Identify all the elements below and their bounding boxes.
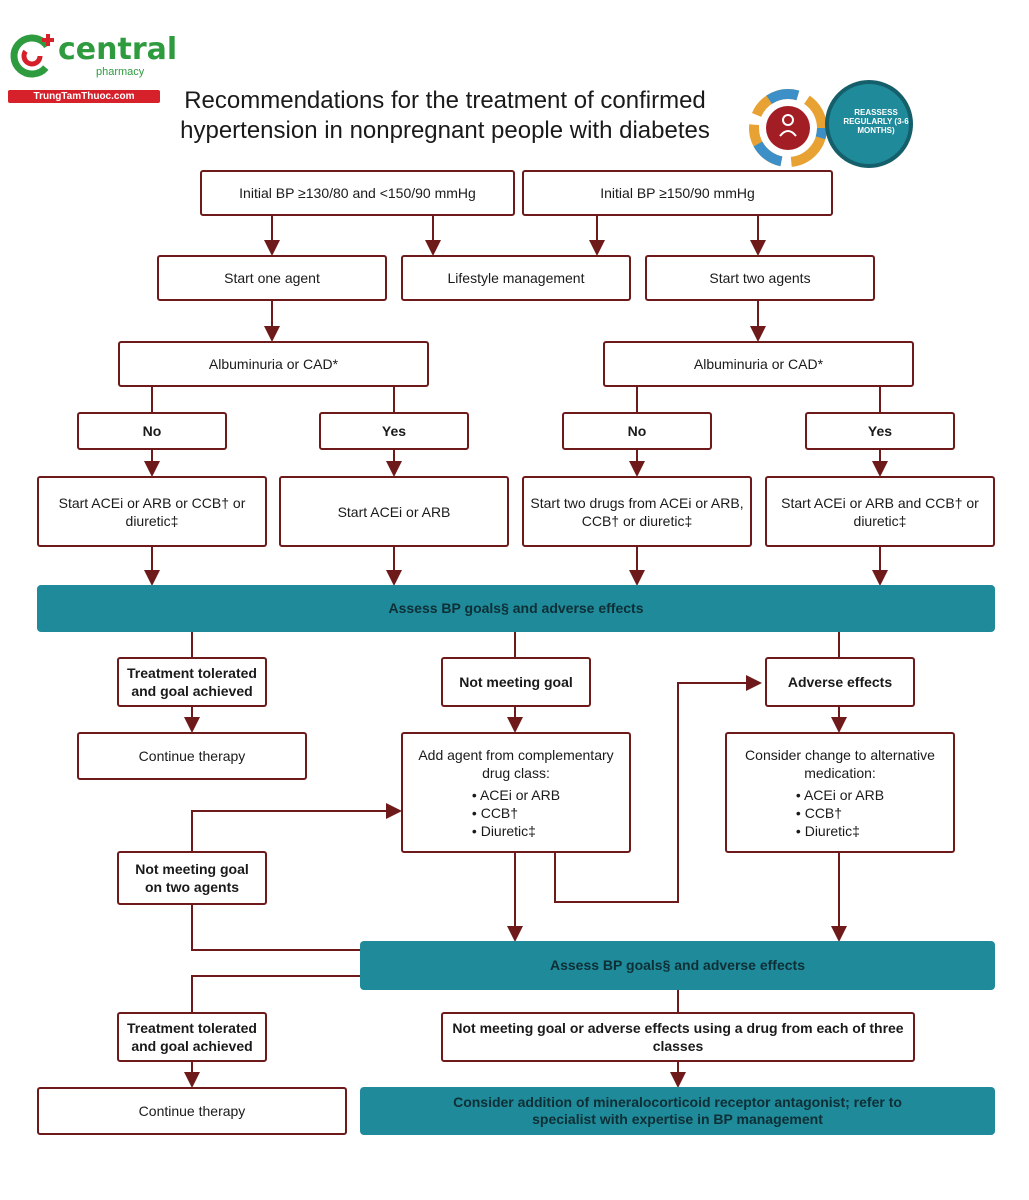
- albuminuria-left-box: Albuminuria or CAD*: [118, 341, 429, 387]
- page-title: Recommendations for the treatment of con…: [180, 87, 710, 144]
- consider-change-box: Consider change to alternative medicatio…: [725, 732, 955, 853]
- start-acei-arb-and-box: Start ACEi or ARB and CCB† or diuretic‡: [765, 476, 995, 547]
- start-two-agents-box: Start two agents: [645, 255, 875, 301]
- no-box-right: No: [562, 412, 712, 450]
- initial-bp-high-box: Initial BP ≥150/90 mmHg: [522, 170, 833, 216]
- treatment-tolerated-box-1: Treatment tolerated and goal achieved: [117, 657, 267, 707]
- brand-site: TrungTamThuoc.com: [8, 90, 160, 103]
- assess-bp-goals-2: Assess BP goals§ and adverse effects: [360, 941, 995, 990]
- list-item: CCB†: [472, 804, 560, 822]
- adverse-effects-box: Adverse effects: [765, 657, 915, 707]
- treatment-tolerated-box-2: Treatment tolerated and goal achieved: [117, 1012, 267, 1062]
- mra-referral-box: Consider addition of mineralocorticoid r…: [360, 1087, 995, 1135]
- lifestyle-management-box: Lifestyle management: [401, 255, 631, 301]
- initial-bp-low-box: Initial BP ≥130/80 and <150/90 mmHg: [200, 170, 515, 216]
- list-item: CCB†: [796, 804, 884, 822]
- continue-therapy-box-1: Continue therapy: [77, 732, 307, 780]
- start-one-agent-box: Start one agent: [157, 255, 387, 301]
- start-acei-arb-ccb-box: Start ACEi or ARB or CCB† or diuretic‡: [37, 476, 267, 547]
- brand-name: central: [58, 32, 178, 67]
- add-agent-list: ACEi or ARB CCB† Diuretic‡: [472, 786, 560, 840]
- not-meeting-three-classes-box: Not meeting goal or adverse effects usin…: [441, 1012, 915, 1062]
- add-agent-box: Add agent from complementary drug class:…: [401, 732, 631, 853]
- brand-sub: pharmacy: [96, 66, 145, 78]
- start-two-drugs-box: Start two drugs from ACEi or ARB, CCB† o…: [522, 476, 752, 547]
- list-item: Diuretic‡: [472, 822, 560, 840]
- not-meeting-goal-box: Not meeting goal: [441, 657, 591, 707]
- yes-box-left: Yes: [319, 412, 469, 450]
- reassess-badge: REASSESS REGULARLY (3-6 MONTHS): [843, 108, 909, 135]
- list-item: ACEi or ARB: [796, 786, 884, 804]
- central-pharmacy-logo-icon: [10, 34, 54, 78]
- reassess-cycle-icon: [749, 80, 913, 168]
- yes-box-right: Yes: [805, 412, 955, 450]
- assess-bp-goals-1: Assess BP goals§ and adverse effects: [37, 585, 995, 632]
- albuminuria-right-box: Albuminuria or CAD*: [603, 341, 914, 387]
- list-item: ACEi or ARB: [472, 786, 560, 804]
- consider-change-list: ACEi or ARB CCB† Diuretic‡: [796, 786, 884, 840]
- start-acei-arb-box: Start ACEi or ARB: [279, 476, 509, 547]
- list-item: Diuretic‡: [796, 822, 884, 840]
- no-box-left: No: [77, 412, 227, 450]
- continue-therapy-box-2: Continue therapy: [37, 1087, 347, 1135]
- consider-change-title: Consider change to alternative medicatio…: [745, 746, 935, 781]
- not-meeting-two-agents-box: Not meeting goal on two agents: [117, 851, 267, 905]
- add-agent-title: Add agent from complementary drug class:: [418, 746, 614, 781]
